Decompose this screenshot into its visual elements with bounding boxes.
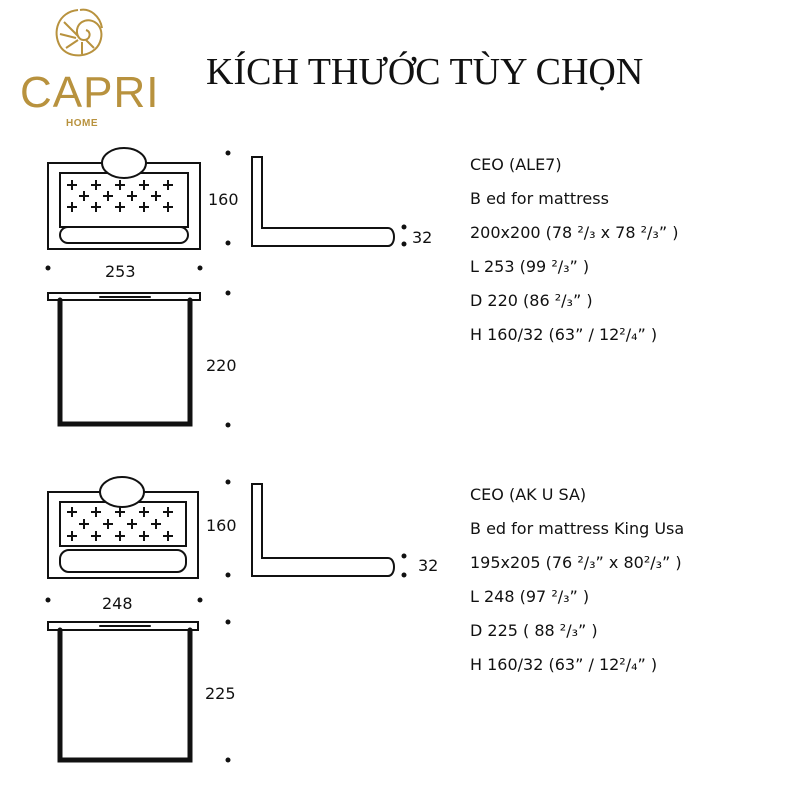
tuft-cross (115, 202, 125, 212)
dimension-dot (197, 597, 203, 603)
dimension-dot (45, 597, 51, 603)
tuft-cross (79, 519, 89, 529)
tuft-cross (163, 531, 173, 541)
dimension-dot (401, 241, 407, 247)
tuft-cross (151, 191, 161, 201)
dimension-dot (45, 265, 51, 271)
brand-sub: HOME (66, 118, 98, 129)
height-dim-1: 160 (208, 190, 239, 209)
tuft-cross (91, 202, 101, 212)
tuft-cross (103, 519, 113, 529)
spec-model: CEO (AK U SA) (470, 485, 587, 504)
spec-depth: D 220 (86 ²/₃” ) (470, 291, 593, 310)
dimension-dot (225, 572, 231, 578)
height-dim-2: 160 (206, 516, 237, 535)
tuft-cross (115, 180, 125, 190)
capri-home-logo: CAPRI HOME (8, 2, 158, 132)
tuft-cross (139, 507, 149, 517)
dimension-dot (197, 265, 203, 271)
tuft-cross (139, 531, 149, 541)
spec-description: B ed for mattress (470, 189, 609, 208)
dimension-dot (225, 479, 231, 485)
dimension-dot (401, 224, 407, 230)
dimension-dot (225, 619, 231, 625)
dimension-dot (225, 150, 231, 156)
width-dim-2: 248 (102, 594, 133, 613)
tuft-cross (91, 531, 101, 541)
nautilus-shell-icon (55, 8, 103, 57)
tuft-cross (127, 519, 137, 529)
dimension-dot (401, 553, 407, 559)
spec-height: H 160/32 (63” / 12²/₄” ) (470, 325, 658, 344)
tuft-cross (115, 531, 125, 541)
bed-side-view-1 (251, 156, 395, 247)
spec-block-1: CEO (ALE7) B ed for mattress 200x200 (78… (470, 148, 678, 352)
bed-side-view-2 (251, 483, 395, 577)
brand-name: CAPRI (20, 68, 160, 117)
tufting-pattern-1 (67, 180, 173, 212)
tuft-cross (151, 519, 161, 529)
spec-description: B ed for mattress King Usa (470, 519, 685, 538)
spec-model: CEO (ALE7) (470, 155, 562, 174)
tuft-cross (163, 202, 173, 212)
spec-height: H 160/32 (63” / 12²/₄” ) (470, 655, 658, 674)
tuft-cross (163, 507, 173, 517)
dimension-dot (225, 422, 231, 428)
dimension-dot (225, 290, 231, 296)
tuft-cross (67, 507, 77, 517)
tuft-cross (139, 202, 149, 212)
tuft-cross (91, 507, 101, 517)
dimension-dot (401, 572, 407, 578)
tuft-cross (103, 191, 113, 201)
tuft-cross (163, 180, 173, 190)
depth-dim-1: 220 (206, 356, 237, 375)
spec-length: L 253 (99 ²/₃” ) (470, 257, 590, 276)
tuft-cross (67, 531, 77, 541)
tuft-cross (91, 180, 101, 190)
tuft-cross (139, 180, 149, 190)
dimension-dot (225, 240, 231, 246)
spec-mattress-size: 195x205 (76 ²/₃” x 80²/₃” ) (470, 553, 682, 572)
tuft-cross (79, 191, 89, 201)
page-title: KÍCH THƯỚC TÙY CHỌN (206, 51, 644, 93)
spec-block-2: CEO (AK U SA) B ed for mattress King Usa… (470, 478, 684, 682)
spec-depth: D 225 ( 88 ²/₃” ) (470, 621, 598, 640)
depth-dim-2: 225 (205, 684, 236, 703)
bed-front-view-2 (47, 476, 199, 579)
spec-length: L 248 (97 ²/₃” ) (470, 587, 590, 606)
bed-top-view-1 (47, 292, 201, 427)
tuft-cross (115, 507, 125, 517)
tuft-cross (67, 180, 77, 190)
tufting-pattern-2 (67, 507, 173, 541)
bed-top-view-2 (47, 621, 199, 763)
dimension-dot (225, 757, 231, 763)
thickness-dim-1: 32 (412, 228, 433, 247)
spec-mattress-size: 200x200 (78 ²/₃ x 78 ²/₃” ) (470, 223, 679, 242)
width-dim-1: 253 (105, 262, 136, 281)
tuft-cross (67, 202, 77, 212)
tuft-cross (127, 191, 137, 201)
bed-front-view-1 (47, 147, 201, 250)
thickness-dim-2: 32 (418, 556, 439, 575)
